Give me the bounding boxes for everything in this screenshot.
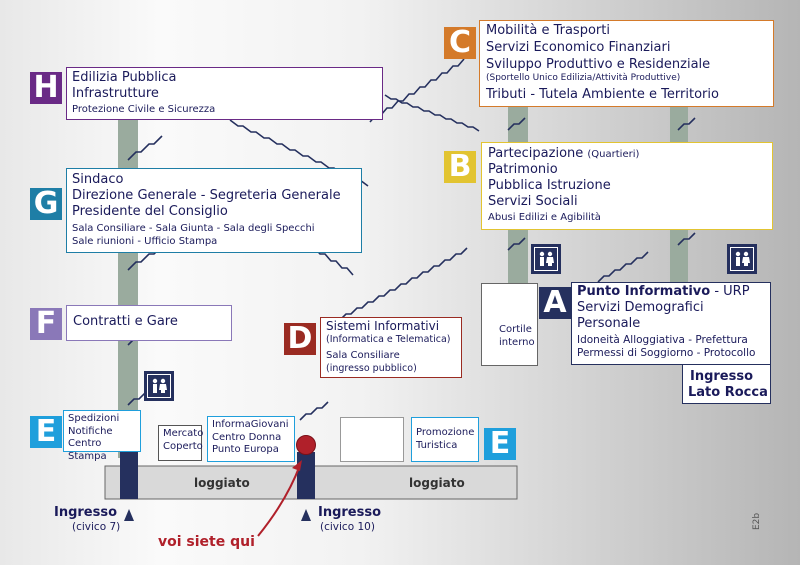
section-e-right-box: Promozione Turistica	[411, 417, 479, 462]
you-are-here-arrow	[257, 464, 301, 537]
section-letter-e-right: E	[484, 428, 516, 460]
section-a-line1-rest: - URP	[710, 284, 750, 299]
informa-line1: InformaGiovani	[212, 419, 289, 430]
section-letter-b: B	[444, 151, 476, 183]
sign-code: E2b	[752, 512, 762, 530]
mercato-box: Mercato Coperto	[158, 425, 204, 461]
section-b-sub: Abusi Edilizi e Agibilità	[488, 212, 601, 223]
section-c-line1: Mobilità e Trasporti	[486, 23, 610, 38]
cortile-line1: Cortile	[499, 324, 532, 335]
informa-line2: Centro Donna	[212, 431, 282, 443]
cortile-line2: interno	[499, 337, 535, 348]
section-letter-h: H	[30, 72, 62, 104]
rocca-title: Ingresso	[690, 369, 754, 384]
entrance-arrow-civico10	[301, 509, 311, 521]
elevator-icon-right	[727, 244, 757, 274]
civico7-sub: (civico 7)	[72, 521, 121, 533]
entrance-arrow-civico7	[124, 509, 134, 521]
section-a-line1-bold: Punto Informativo	[577, 284, 711, 299]
section-a-sub2: Permessi di Soggiorno - Protocollo	[577, 347, 756, 359]
elevator-icon-left	[144, 371, 174, 401]
section-g-sub2: Sale riunioni - Ufficio Stampa	[72, 236, 218, 247]
section-letter-f: F	[30, 308, 62, 340]
section-b-panel	[481, 142, 773, 230]
section-g-sub1: Sala Consiliare - Sala Giunta - Sala deg…	[72, 223, 315, 234]
section-g-line1: Sindaco	[72, 172, 124, 187]
section-d-line2: (Informatica e Telematica)	[326, 334, 451, 345]
section-d-line4: (ingresso pubblico)	[326, 363, 417, 374]
section-a-line1: Punto Informativo - URP	[577, 284, 750, 300]
section-h-panel	[66, 67, 383, 120]
elevator-icon-center	[531, 244, 561, 274]
section-d-panel	[320, 317, 462, 378]
section-c-panel	[479, 20, 774, 107]
entrance-pillar-civico7	[120, 452, 138, 499]
section-c-sub: (Sportello Unico Edilizia/Attività Produ…	[486, 73, 681, 83]
loggiato-label-right: loggiato	[409, 476, 465, 490]
e-left-line2: Notifiche	[68, 425, 113, 437]
section-a-sub1: Idoneità Alloggiativa - Prefettura	[577, 334, 748, 346]
section-d-line3: Sala Consiliare	[326, 350, 400, 361]
loggiato-label-left: loggiato	[194, 476, 250, 490]
arrow-head	[292, 460, 302, 471]
section-h-line1: Edilizia Pubblica	[72, 70, 177, 85]
section-c-line2: Servizi Economico Finanziari	[486, 40, 671, 55]
e-right-line2: Turistica	[416, 439, 458, 451]
empty-room-box	[340, 417, 404, 462]
mercato-line2: Coperto	[163, 440, 203, 452]
section-b-line4: Servizi Sociali	[488, 194, 578, 209]
section-letter-e-left: E	[30, 416, 62, 448]
section-h-line2: Infrastrutture	[72, 86, 159, 101]
section-g-line3: Presidente del Consiglio	[72, 204, 228, 219]
section-b-line1: Partecipazione (Quartieri)	[488, 146, 639, 162]
section-letter-c: C	[444, 27, 476, 59]
section-a-line2: Servizi Demografici	[577, 300, 704, 315]
section-b-line1-sub: (Quartieri)	[587, 149, 640, 160]
cortile-box	[481, 283, 538, 366]
civico7-title: Ingresso	[54, 505, 118, 520]
section-a-line3: Personale	[577, 316, 641, 331]
mercato-line1: Mercato	[163, 428, 204, 439]
civico10-sub: (civico 10)	[320, 521, 375, 533]
you-are-here-dot	[296, 435, 316, 455]
e-left-line3: Centro Stampa	[68, 438, 107, 462]
section-a-panel	[571, 282, 771, 365]
rocca-sub: Lato Rocca	[688, 385, 768, 400]
section-letter-d: D	[284, 323, 316, 355]
e-left-line1: Spedizioni	[68, 413, 120, 424]
section-h-sub: Protezione Civile e Sicurezza	[72, 104, 216, 115]
section-f-line1: Contratti e Gare	[73, 314, 178, 329]
civico10-title: Ingresso	[318, 505, 382, 520]
section-c-line3: Sviluppo Produttivo e Residenziale	[486, 57, 711, 72]
section-b-line3: Pubblica Istruzione	[488, 178, 611, 193]
e-right-line1: Promozione	[416, 427, 475, 438]
section-d-line1: Sistemi Informativi	[326, 319, 440, 333]
section-f-panel	[66, 305, 232, 341]
section-g-panel	[66, 168, 362, 253]
section-c-line4: Tributi - Tutela Ambiente e Territorio	[486, 87, 719, 102]
informa-line3: Punto Europa	[212, 444, 279, 455]
informa-box: InformaGiovani Centro Donna Punto Europa	[207, 416, 295, 462]
section-letter-a: A	[539, 287, 571, 319]
section-e-left-box: Spedizioni Notifiche Centro Stampa	[63, 410, 141, 462]
rocca-entrance-box	[682, 365, 771, 404]
entrance-pillar-civico10	[297, 452, 315, 499]
you-are-here-label: voi siete qui	[158, 534, 255, 550]
section-letter-g: G	[30, 188, 62, 220]
section-g-line2: Direzione Generale - Segreteria Generale	[72, 188, 341, 203]
section-b-line1-main: Partecipazione	[488, 146, 584, 161]
section-b-line2: Patrimonio	[488, 162, 558, 177]
